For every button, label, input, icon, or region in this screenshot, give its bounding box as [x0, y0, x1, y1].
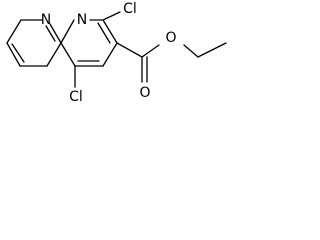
- bond: [102, 19, 118, 44]
- bond: [141, 44, 160, 58]
- bond: [6, 19, 22, 44]
- bond: [60, 19, 75, 44]
- bond: [102, 11, 121, 21]
- bond: [183, 44, 199, 58]
- bond: [49, 23, 62, 44]
- bond: [45, 25, 56, 42]
- bond: [116, 42, 143, 58]
- bond: [197, 42, 227, 58]
- bond: [11, 43, 25, 63]
- bond: [97, 22, 111, 44]
- atom-label-cl2: Cl: [123, 1, 137, 17]
- atom-label-cl4: Cl: [69, 89, 83, 105]
- chemical-structure: N N Cl Cl O O: [6, 1, 227, 105]
- atom-label-o-ester: O: [165, 30, 176, 46]
- atom-label-o-carbonyl: O: [139, 85, 150, 101]
- bond: [46, 42, 62, 67]
- atom-label-n8: N: [77, 12, 87, 28]
- atom-label-n1: N: [41, 12, 51, 28]
- bond: [60, 42, 76, 67]
- bond: [6, 42, 21, 67]
- bond: [102, 42, 118, 67]
